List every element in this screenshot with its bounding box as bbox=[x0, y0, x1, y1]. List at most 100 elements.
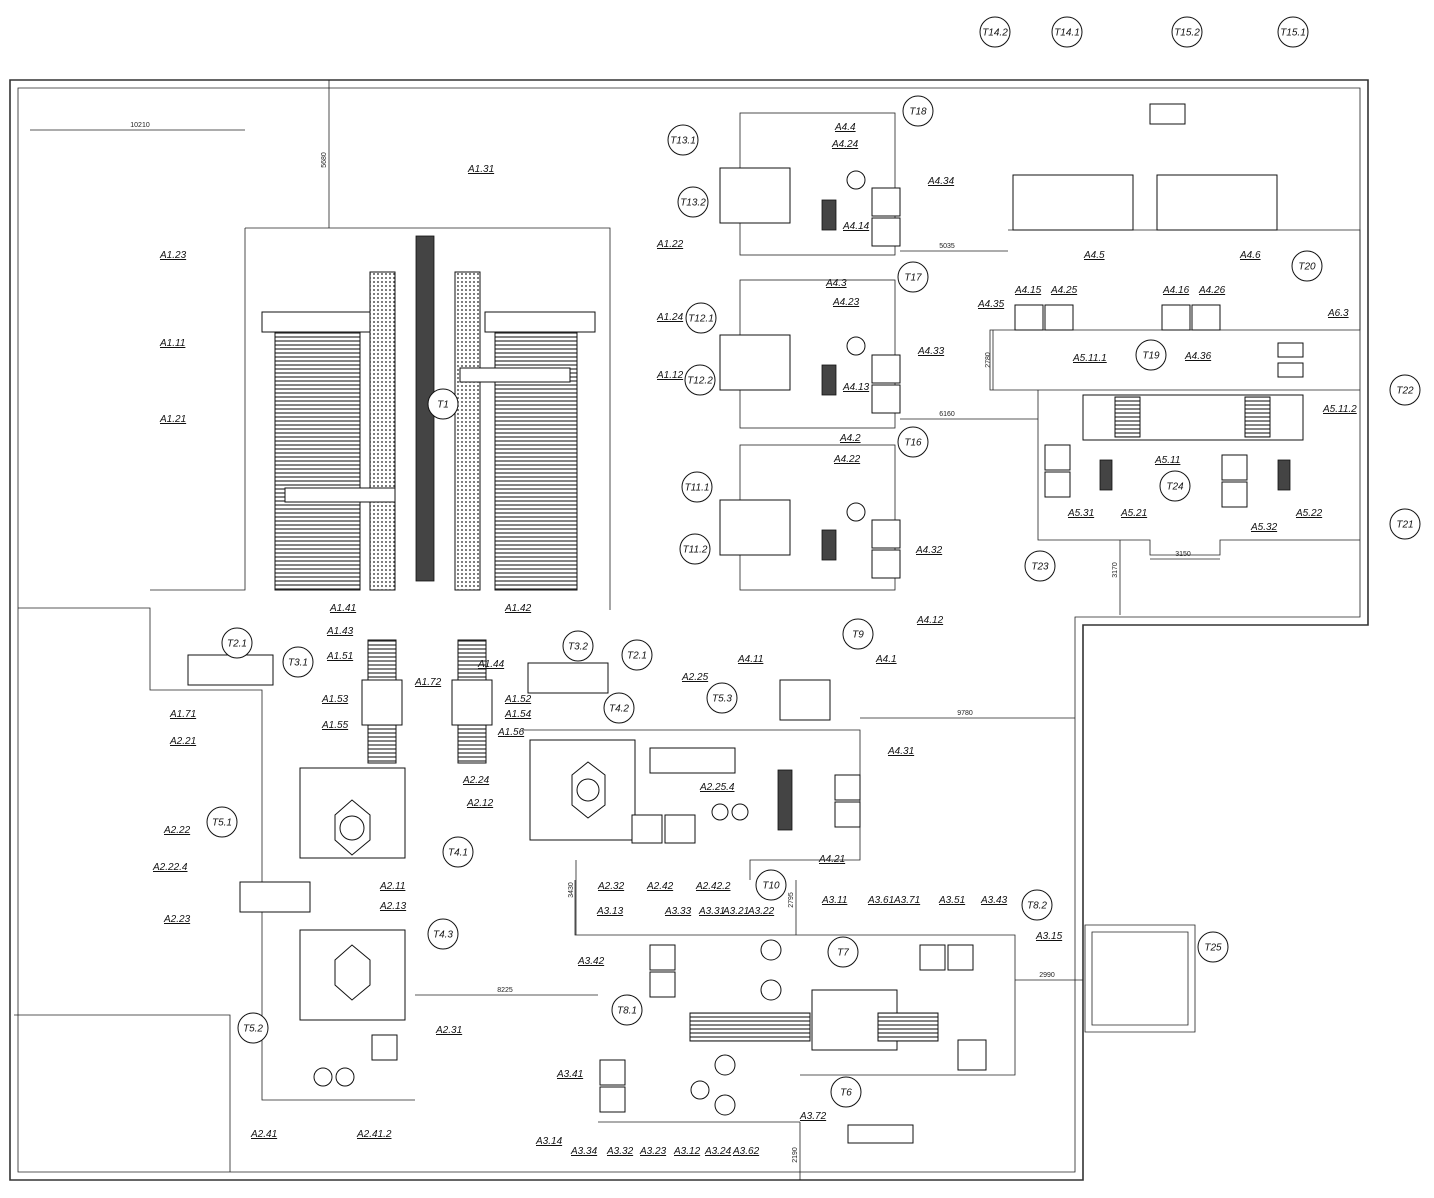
station-marker-label: T5.1 bbox=[212, 818, 232, 829]
equipment-label: A3.43 bbox=[980, 895, 1008, 906]
equipment-label: A1.53 bbox=[321, 694, 349, 705]
equipment-label: A4.3 bbox=[825, 278, 847, 289]
equipment-label: A2.25.4 bbox=[699, 782, 735, 793]
building-walls bbox=[9, 79, 1369, 1181]
station-marker-label: T17 bbox=[904, 273, 922, 284]
station-marker-label: T6 bbox=[840, 1088, 852, 1099]
station-marker: T10 bbox=[755, 869, 787, 901]
dimension-value: 2780 bbox=[985, 352, 992, 368]
station-marker-label: T16 bbox=[904, 438, 922, 449]
station-marker-label: T15.1 bbox=[1280, 28, 1306, 39]
equipment-label: A4.1 bbox=[875, 654, 897, 665]
dimension: 2780 bbox=[985, 330, 994, 390]
station-marker-label: T4.1 bbox=[448, 848, 468, 859]
station-marker-label: T13.2 bbox=[680, 198, 706, 209]
station-marker: T11.2 bbox=[679, 533, 711, 565]
station-marker-label: T4.3 bbox=[433, 930, 453, 941]
equipment-label: A2.12 bbox=[466, 798, 494, 809]
station-marker: T4.2 bbox=[603, 692, 635, 724]
station-marker: T3.2 bbox=[562, 630, 594, 662]
station-marker-label: T8.2 bbox=[1027, 901, 1047, 912]
zone-a3-line bbox=[599, 939, 987, 1144]
station-marker: T6 bbox=[830, 1076, 862, 1108]
station-marker: T1 bbox=[427, 388, 459, 420]
equipment-label: A1.44 bbox=[477, 659, 505, 670]
station-marker: T3.1 bbox=[282, 646, 314, 678]
equipment-label: A3.23 bbox=[639, 1146, 667, 1157]
equipment-label: A2.22.4 bbox=[152, 862, 188, 873]
equipment-label: A5.21 bbox=[1120, 508, 1147, 519]
dimension-value: 3170 bbox=[1112, 562, 1119, 578]
station-marker-label: T10 bbox=[762, 881, 780, 892]
zone-a2-presses bbox=[239, 739, 749, 1087]
dimension-value: 3150 bbox=[1175, 551, 1191, 558]
station-marker: T8.1 bbox=[611, 994, 643, 1026]
equipment-label: A1.71 bbox=[169, 709, 196, 720]
equipment-label: A1.12 bbox=[656, 370, 684, 381]
station-marker: T25 bbox=[1197, 931, 1229, 963]
equipment-label: A3.61 bbox=[867, 895, 894, 906]
dimension: 3170 bbox=[1112, 540, 1121, 615]
equipment-label: A4.14 bbox=[842, 221, 870, 232]
station-marker: T18 bbox=[902, 95, 934, 127]
equipment-label: A2.41 bbox=[250, 1129, 277, 1140]
equipment-label: A3.33 bbox=[664, 906, 692, 917]
equipment-label: A2.42.2 bbox=[695, 881, 731, 892]
equipment-label: A4.15 bbox=[1014, 285, 1042, 296]
equipment-label: A4.32 bbox=[915, 545, 943, 556]
station-marker-label: T23 bbox=[1031, 562, 1049, 573]
equipment-label: A3.31 bbox=[698, 906, 725, 917]
dimension-value: 6160 bbox=[939, 411, 955, 418]
dimension-value: 5035 bbox=[939, 243, 955, 250]
equipment-label: A3.22 bbox=[747, 906, 775, 917]
equipment-label: A3.13 bbox=[596, 906, 624, 917]
zone-a4-cells bbox=[719, 103, 1304, 831]
station-marker-label: T19 bbox=[1142, 351, 1160, 362]
equipment-label: A4.6 bbox=[1239, 250, 1261, 261]
equipment-label: A1.22 bbox=[656, 239, 684, 250]
equipment-label: A3.12 bbox=[673, 1146, 701, 1157]
equipment-label: A1.54 bbox=[504, 709, 532, 720]
equipment-label: A4.2 bbox=[839, 433, 861, 444]
dimension: 3150 bbox=[1150, 551, 1220, 560]
station-marker: T9 bbox=[842, 618, 874, 650]
equipment-label: A4.31 bbox=[887, 746, 914, 757]
equipment-label: A1.51 bbox=[326, 651, 353, 662]
equipment-label: A2.22 bbox=[163, 825, 191, 836]
equipment-label: A4.35 bbox=[977, 299, 1005, 310]
dimension: 5680 bbox=[321, 80, 330, 228]
equipment-label: A5.11 bbox=[1154, 455, 1180, 466]
equipment-label: A3.32 bbox=[606, 1146, 634, 1157]
station-marker: T13.2 bbox=[677, 186, 709, 218]
equipment-label: A3.24 bbox=[704, 1146, 732, 1157]
station-marker: T15.1 bbox=[1277, 16, 1309, 48]
station-marker-label: T15.2 bbox=[1174, 28, 1200, 39]
equipment-label: A4.24 bbox=[831, 139, 859, 150]
equipment-label: A5.31 bbox=[1067, 508, 1094, 519]
zone-a1-storage bbox=[187, 235, 609, 764]
station-marker-label: T5.2 bbox=[243, 1024, 263, 1035]
dimension-value: 2190 bbox=[792, 1147, 799, 1163]
station-marker: T4.1 bbox=[442, 836, 474, 868]
equipment-label: A1.56 bbox=[497, 727, 525, 738]
equipment-label: A1.24 bbox=[656, 312, 684, 323]
equipment-label: A3.71 bbox=[893, 895, 920, 906]
station-marker: T7 bbox=[827, 936, 859, 968]
dimension: 5035 bbox=[900, 243, 1008, 252]
station-marker-label: T9 bbox=[852, 630, 864, 641]
station-marker-label: T12.1 bbox=[688, 314, 714, 325]
dimension: 2795 bbox=[788, 880, 797, 935]
station-marker-label: T4.2 bbox=[609, 704, 629, 715]
station-marker: T23 bbox=[1024, 550, 1056, 582]
equipment-label: A1.55 bbox=[321, 720, 349, 731]
equipment-label: A2.41.2 bbox=[356, 1129, 392, 1140]
equipment-label: A3.15 bbox=[1035, 931, 1063, 942]
dimension-value: 9780 bbox=[957, 710, 973, 717]
equipment-label: A4.34 bbox=[927, 176, 955, 187]
equipment-label: A4.25 bbox=[1050, 285, 1078, 296]
equipment-label: A4.16 bbox=[1162, 285, 1190, 296]
equipment-label: A6.3 bbox=[1327, 308, 1349, 319]
dimension-value: 3430 bbox=[568, 882, 575, 898]
equipment-label: A3.11 bbox=[821, 895, 847, 906]
